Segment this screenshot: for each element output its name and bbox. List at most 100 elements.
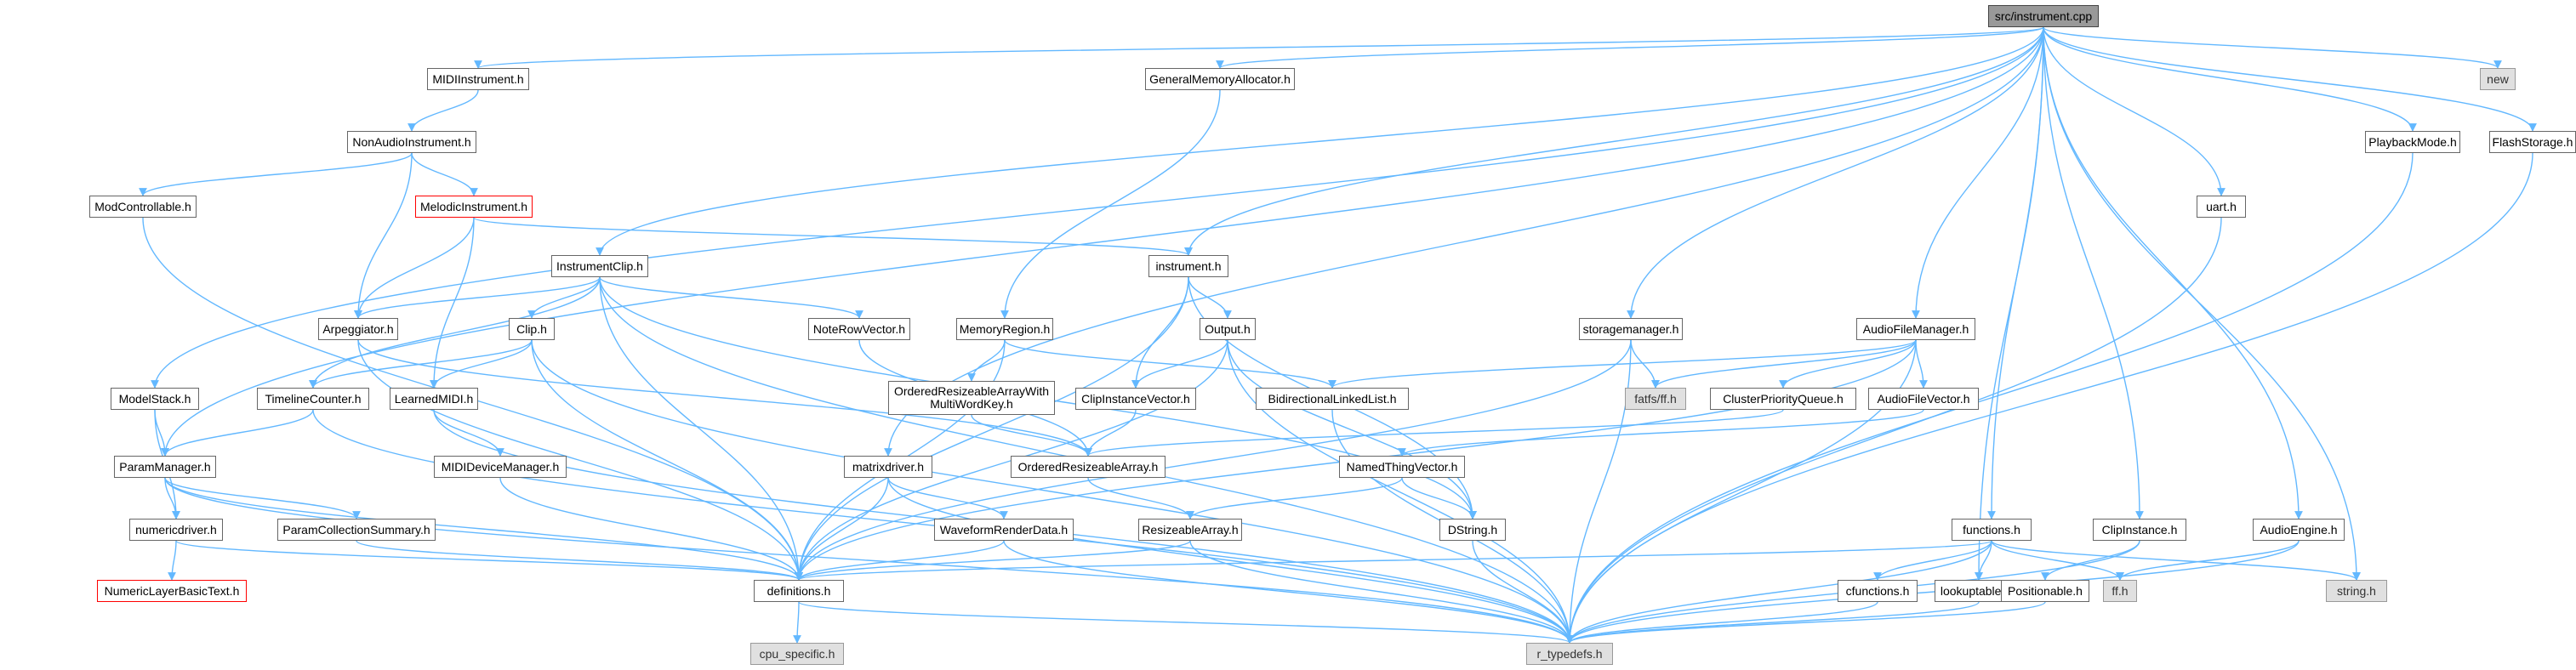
edge-uart_h-to-r_typedefs: [1565, 217, 2222, 644]
edge-root-to-uart_h: [2043, 26, 2226, 196]
node-param-collection-summary[interactable]: ParamCollectionSummary.h: [277, 519, 436, 541]
node-ordered-resizeable-array[interactable]: OrderedResizeableArray.h: [1011, 456, 1165, 478]
node-timeline-counter[interactable]: TimelineCounter.h: [257, 388, 369, 410]
node-bidirectional-linked-list[interactable]: BidirectionalLinkedList.h: [1256, 388, 1409, 410]
node-non-audio-instrument[interactable]: NonAudioInstrument.h: [347, 131, 476, 153]
node-mod-controllable[interactable]: ModControllable.h: [89, 196, 197, 218]
edge-functions_h-to-string_h: [1991, 540, 2361, 581]
node-matrixdriver[interactable]: matrixdriver.h: [844, 456, 932, 478]
node-uart[interactable]: uart.h: [2197, 196, 2246, 218]
node-playback-mode[interactable]: PlaybackMode.h: [2365, 131, 2460, 153]
edge-cfunctions-to-r_typedefs: [1565, 601, 1878, 644]
node-cluster-priority-queue[interactable]: ClusterPriorityQueue.h: [1710, 388, 1856, 410]
edge-definitions-to-cpu_specific: [793, 601, 801, 644]
edge-root-to-matrixdriver: [884, 26, 2044, 457]
edge-arpeggiator-to-definitions: [357, 339, 803, 581]
edge-clip_h-to-timeline_counter: [309, 339, 533, 389]
node-fatfs-ff: fatfs/ff.h: [1625, 388, 1686, 410]
edge-root-to-param_manager: [161, 26, 2044, 457]
edge-root-to-model_stack: [151, 26, 2044, 389]
edge-root-to-storagemanager: [1627, 26, 2044, 319]
edge-ordered_resizeable_array-to-resizeable_array: [1087, 477, 1194, 520]
edge-definitions-to-r_typedefs: [798, 601, 1574, 644]
edge-root-to-clip_instance: [2043, 26, 2144, 520]
node-named-thing-vector[interactable]: NamedThingVector.h: [1339, 456, 1465, 478]
node-definitions[interactable]: definitions.h: [754, 580, 844, 602]
node-instrument[interactable]: instrument.h: [1148, 255, 1228, 277]
edge-cluster_priority_queue-to-ordered_resizeable_array: [1084, 409, 1784, 457]
edge-param_collection_summary-to-definitions: [356, 540, 803, 581]
edge-storagemanager-to-definitions: [795, 339, 1632, 581]
edge-functions_h-to-definitions: [795, 540, 1992, 581]
node-arpeggiator[interactable]: Arpeggiator.h: [318, 318, 398, 340]
edge-root-to-instrument_clip: [596, 26, 2044, 256]
node-numeric-layer-basic-text[interactable]: NumericLayerBasicText.h: [97, 580, 247, 602]
node-midi-device-manager[interactable]: MIDIDeviceManager.h: [434, 456, 567, 478]
edge-instrument_h-to-output_h: [1188, 276, 1232, 319]
node-clip-instance[interactable]: ClipInstance.h: [2093, 519, 2186, 541]
edge-root-to-audio_engine: [2043, 26, 2303, 520]
edge-named_thing_vector-to-resizeable_array: [1186, 477, 1403, 520]
edge-lookuptables-to-r_typedefs: [1565, 601, 1980, 644]
edge-instrument_clip-to-timeline_counter: [309, 276, 601, 389]
node-learned-midi[interactable]: LearnedMIDI.h: [390, 388, 478, 410]
edge-clip_h-to-definitions: [531, 339, 803, 581]
edge-matrixdriver-to-definitions: [795, 477, 889, 581]
edge-playback_mode-to-r_typedefs: [1565, 152, 2414, 644]
node-audio-file-vector[interactable]: AudioFileVector.h: [1868, 388, 1979, 410]
edge-root-to-audio_file_manager: [1912, 26, 2044, 319]
node-ordered-resizeable-array-multiword[interactable]: OrderedResizeableArrayWith MultiWordKey.…: [888, 381, 1055, 415]
node-resizeable-array[interactable]: ResizeableArray.h: [1138, 519, 1242, 541]
edge-instrument_clip-to-note_row_vector: [599, 276, 863, 319]
node-note-row-vector[interactable]: NoteRowVector.h: [808, 318, 910, 340]
node-functions[interactable]: functions.h: [1952, 519, 2032, 541]
edge-midi_device_manager-to-definitions: [499, 477, 803, 581]
edge-instrument_h-to-definitions: [795, 276, 1189, 581]
node-memory-region[interactable]: MemoryRegion.h: [956, 318, 1053, 340]
node-root-instrument-cpp: src/instrument.cpp: [1988, 5, 2099, 27]
node-melodic-instrument[interactable]: MelodicInstrument.h: [415, 196, 533, 218]
node-waveform-render-data[interactable]: WaveformRenderData.h: [934, 519, 1074, 541]
node-r-typedefs: r_typedefs.h: [1526, 643, 1613, 665]
edge-instrument_clip-to-definitions: [599, 276, 803, 581]
edge-matrixdriver-to-r_typedefs: [887, 477, 1574, 644]
edge-audio_engine-to-ff_h: [2116, 540, 2300, 581]
edge-general_memory_allocator-to-memory_region: [1000, 89, 1221, 319]
node-flash-storage[interactable]: FlashStorage.h: [2489, 131, 2576, 153]
node-numericdriver[interactable]: numericdriver.h: [129, 519, 223, 541]
edge-audio_file_vector-to-named_thing_vector: [1398, 409, 1924, 457]
edge-numericdriver-to-definitions: [175, 540, 803, 581]
edge-instrument_clip-to-arpeggiator: [354, 276, 601, 319]
node-dstring[interactable]: DString.h: [1439, 519, 1506, 541]
edge-param_manager-to-r_typedefs: [164, 477, 1574, 644]
node-general-memory-allocator[interactable]: GeneralMemoryAllocator.h: [1145, 68, 1295, 90]
edge-audio_engine-to-r_typedefs: [1565, 540, 2300, 644]
edge-waveform_render_data-to-r_typedefs: [1003, 540, 1574, 644]
edge-functions_h-to-lookuptables: [1975, 540, 1992, 581]
edge-melodic_instrument-to-learned_midi: [430, 217, 475, 389]
node-storagemanager[interactable]: storagemanager.h: [1579, 318, 1683, 340]
node-midi-instrument[interactable]: MIDIInstrument.h: [427, 68, 529, 90]
edge-audio_file_manager-to-fatfs: [1651, 339, 1917, 389]
node-new: new: [2480, 68, 2516, 90]
edge-waveform_render_data-to-definitions: [795, 540, 1005, 581]
node-audio-file-manager[interactable]: AudioFileManager.h: [1856, 318, 1975, 340]
node-model-stack[interactable]: ModelStack.h: [111, 388, 199, 410]
node-cpu-specific: cpu_specific.h: [750, 643, 844, 665]
node-cfunctions[interactable]: cfunctions.h: [1838, 580, 1918, 602]
node-clip[interactable]: Clip.h: [509, 318, 555, 340]
edge-resizeable_array-to-r_typedefs: [1189, 540, 1574, 644]
edge-storagemanager-to-r_typedefs: [1565, 339, 1632, 644]
node-instrument-clip[interactable]: InstrumentClip.h: [551, 255, 648, 277]
edge-param_manager-to-definitions: [164, 477, 803, 581]
node-audio-engine[interactable]: AudioEngine.h: [2253, 519, 2345, 541]
edge-midi_instrument-to-non_audio_instrument: [407, 89, 479, 132]
node-output[interactable]: Output.h: [1200, 318, 1256, 340]
edge-dstring-to-r_typedefs: [1472, 540, 1574, 644]
node-param-manager[interactable]: ParamManager.h: [114, 456, 216, 478]
node-string: string.h: [2326, 580, 2387, 602]
edge-named_thing_vector-to-dstring: [1401, 477, 1477, 520]
edge-functions_h-to-cfunctions: [1873, 540, 1992, 581]
node-positionable[interactable]: Positionable.h: [2001, 580, 2089, 602]
node-clip-instance-vector[interactable]: ClipInstanceVector.h: [1075, 388, 1196, 410]
